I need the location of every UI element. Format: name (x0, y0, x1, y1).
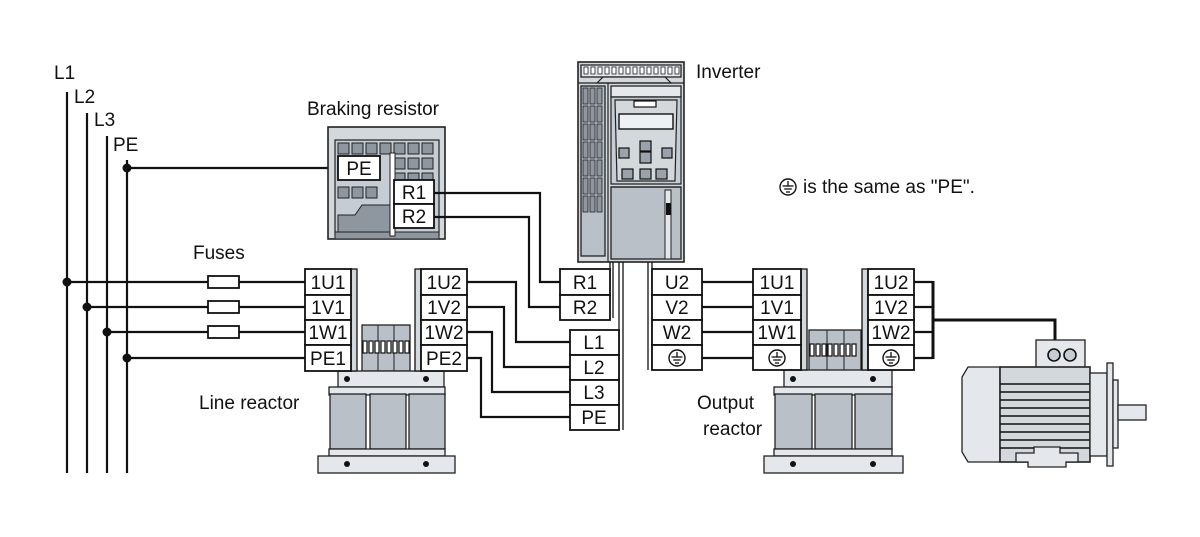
keypad-button (618, 147, 630, 159)
ground-note-text: is the same as "PE". (803, 177, 975, 198)
motor-housing (999, 366, 1091, 463)
output-wires (702, 280, 753, 360)
keypad-button (639, 168, 652, 180)
motor-wires (914, 280, 1057, 360)
terminal-label: 1U1 (760, 273, 795, 294)
braking-resistor-label: Braking resistor (307, 99, 440, 120)
line-reactor-output-terminals: 1U2 1V2 1W2 PE2 (414, 268, 468, 372)
braking-resistor-terminal-r2 (393, 203, 435, 229)
motor-terminal (1047, 348, 1061, 362)
keypad-button (639, 140, 652, 152)
terminal-label: 1V1 (760, 298, 794, 319)
inverter-line-terminals: L1 L2 L3 PE (569, 329, 620, 431)
inverter-brake-terminals: R1 R2 (559, 268, 611, 321)
terminal-label: 1W1 (757, 323, 796, 344)
terminal-label: R2 (402, 207, 426, 228)
keypad-button (661, 147, 673, 159)
feed-wires (67, 166, 336, 360)
bus-label-l1: L1 (54, 63, 75, 84)
fuse (207, 275, 240, 289)
terminal-label: 1W1 (308, 323, 347, 344)
output-reactor-output-terminals: 1U2 1V2 1W2 (861, 268, 915, 371)
output-reactor-input-terminals: 1U1 1V1 1W1 (752, 268, 808, 371)
terminal-label: PE2 (426, 349, 462, 370)
terminal-label: R1 (573, 273, 597, 294)
fuse (207, 325, 240, 339)
terminal-label: 1V1 (311, 298, 345, 319)
line-reactor-label: Line reactor (199, 393, 300, 414)
keypad-button (621, 168, 634, 180)
ground-icon (779, 178, 797, 196)
motor-fan-cover (961, 366, 1001, 463)
fuse (207, 300, 240, 314)
inverter: Inverter (559, 61, 761, 431)
ground-note: is the same as "PE". (779, 177, 975, 198)
terminal-label: L1 (583, 333, 604, 354)
terminal-label: PE (581, 408, 606, 429)
motor-terminal (1063, 348, 1077, 362)
output-reactor: 1U1 1V1 1W1 1U2 1V2 1W2 Output reactor (697, 268, 915, 474)
terminal-label: U2 (665, 273, 689, 294)
terminal-label: V2 (665, 298, 688, 319)
output-reactor-label-line1: Output (697, 393, 755, 414)
supply-bus: L1 L2 L3 PE (54, 63, 138, 473)
line-reactor: 1U1 1V1 1W1 PE1 1U2 1V2 1W2 PE2 Line rea… (199, 268, 468, 474)
inverter-output-terminals: U2 V2 W2 (651, 268, 703, 371)
fuses-label: Fuses (193, 243, 245, 264)
line-wires (467, 280, 570, 419)
keypad-button (639, 151, 652, 164)
terminal-label: 1U2 (874, 273, 909, 294)
terminal-label: L3 (583, 383, 604, 404)
brake-wires (434, 191, 560, 309)
display-screen (618, 113, 674, 130)
terminal-label: PE (346, 159, 371, 180)
terminal-label: R1 (402, 183, 426, 204)
terminal-label: 1W2 (871, 323, 910, 344)
terminal-label: R2 (573, 298, 597, 319)
terminal-label: 1V2 (874, 298, 908, 319)
braking-resistor-terminal-pe (337, 155, 381, 181)
terminal-label: 1U2 (427, 273, 462, 294)
keypad-button (655, 168, 668, 180)
bus-label-pe: PE (113, 135, 138, 156)
motor-flange (1106, 362, 1114, 467)
terminal-label: L2 (583, 358, 604, 379)
bus-label-l2: L2 (74, 87, 95, 108)
terminal-label: PE1 (310, 349, 346, 370)
bus-label-l3: L3 (94, 110, 115, 131)
terminal-label: 1U1 (311, 273, 346, 294)
fuses: Fuses (193, 243, 245, 339)
inverter-label: Inverter (696, 62, 761, 83)
terminal-label: 1W2 (424, 323, 463, 344)
terminal-label: 1V2 (427, 298, 461, 319)
motor (961, 339, 1147, 468)
output-reactor-label-line2: reactor (703, 419, 763, 440)
braking-resistor: Braking resistor PE R1 R2 (307, 99, 446, 240)
terminal-label: W2 (663, 323, 692, 344)
motor-shaft (1117, 404, 1147, 421)
line-reactor-input-terminals: 1U1 1V1 1W1 PE1 (304, 268, 358, 372)
